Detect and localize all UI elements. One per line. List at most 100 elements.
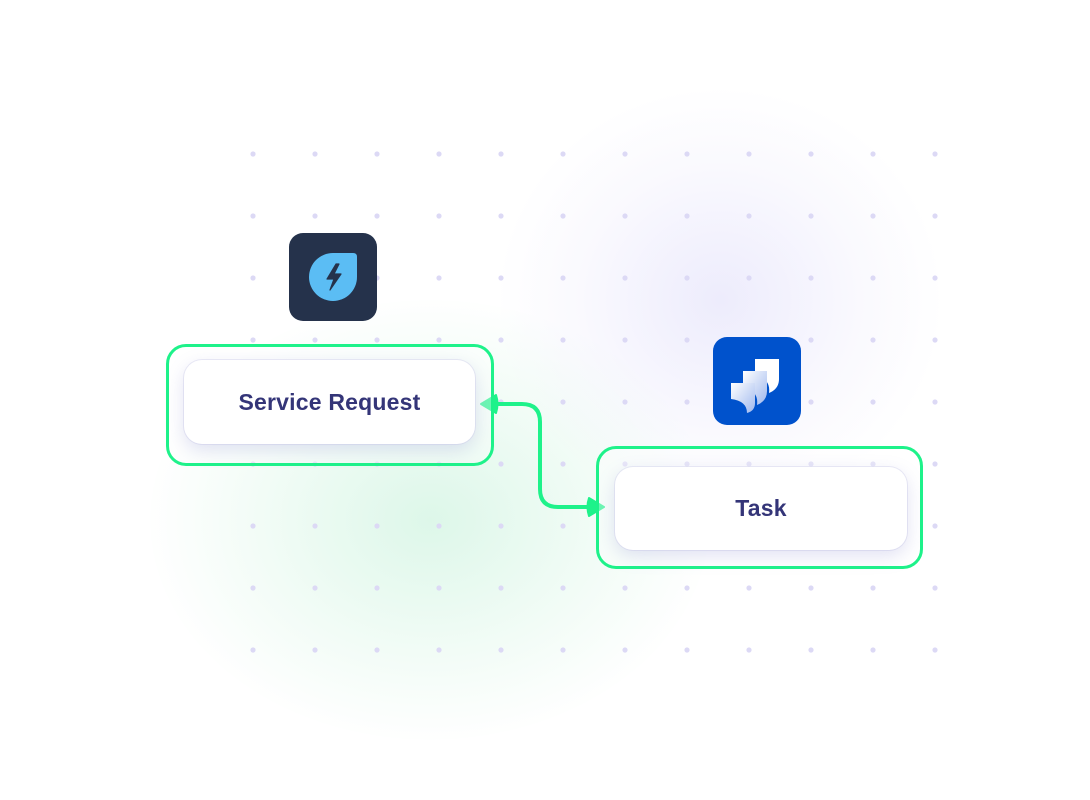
grid-dot xyxy=(498,151,504,157)
grid-dot xyxy=(684,399,690,405)
grid-dot xyxy=(374,151,380,157)
grid-dot xyxy=(374,337,380,343)
grid-dot xyxy=(250,647,256,653)
grid-dot xyxy=(498,523,504,529)
grid-dot xyxy=(312,647,318,653)
grid-dot xyxy=(498,213,504,219)
grid-dot xyxy=(808,399,814,405)
grid-dot xyxy=(870,585,876,591)
grid-dot xyxy=(746,647,752,653)
grid-dot xyxy=(932,647,938,653)
grid-dot xyxy=(312,213,318,219)
grid-dot xyxy=(870,461,876,467)
grid-dot xyxy=(436,647,442,653)
node-label: Service Request xyxy=(238,388,421,415)
grid-dot xyxy=(684,275,690,281)
grid-dot xyxy=(436,275,442,281)
grid-dot xyxy=(312,337,318,343)
grid-dot xyxy=(250,275,256,281)
jira-steps-icon xyxy=(731,359,779,413)
grid-dot xyxy=(436,337,442,343)
node-card[interactable]: Service Request xyxy=(184,360,475,444)
grid-dot xyxy=(932,213,938,219)
connector-line xyxy=(488,402,598,509)
grid-dot xyxy=(870,337,876,343)
grid-dot xyxy=(932,461,938,467)
grid-dot xyxy=(560,337,566,343)
grid-dot xyxy=(436,151,442,157)
grid-dot xyxy=(250,585,256,591)
arrowhead-right-icon xyxy=(586,497,605,517)
grid-dot xyxy=(498,461,504,467)
grid-dot xyxy=(312,151,318,157)
grid-dot xyxy=(808,647,814,653)
grid-dot xyxy=(684,213,690,219)
node-task[interactable]: Task xyxy=(596,446,923,569)
grid-dot xyxy=(498,647,504,653)
grid-dot xyxy=(250,213,256,219)
grid-dot xyxy=(808,151,814,157)
grid-dot xyxy=(436,585,442,591)
grid-dot xyxy=(250,151,256,157)
grid-dot xyxy=(622,461,628,467)
grid-dot xyxy=(622,213,628,219)
grid-dot xyxy=(808,275,814,281)
grid-dot xyxy=(250,523,256,529)
grid-dot xyxy=(436,213,442,219)
grid-dot xyxy=(498,337,504,343)
grid-dot xyxy=(684,337,690,343)
grid-dot xyxy=(808,461,814,467)
grid-dot xyxy=(932,585,938,591)
grid-dot xyxy=(622,399,628,405)
grid-dot xyxy=(932,275,938,281)
grid-dot xyxy=(870,275,876,281)
grid-dot xyxy=(684,585,690,591)
node-card[interactable]: Task xyxy=(615,467,907,550)
grid-dot xyxy=(746,585,752,591)
node-label: Task xyxy=(735,495,787,521)
grid-dot xyxy=(560,151,566,157)
grid-dot xyxy=(374,585,380,591)
freshservice-icon xyxy=(289,233,377,321)
grid-dot xyxy=(870,647,876,653)
grid-dot xyxy=(374,647,380,653)
background-glow-purple xyxy=(500,90,940,510)
grid-dot xyxy=(622,275,628,281)
grid-dot xyxy=(622,647,628,653)
grid-dot xyxy=(374,213,380,219)
grid-dot xyxy=(746,275,752,281)
grid-dot xyxy=(746,461,752,467)
grid-dot xyxy=(622,151,628,157)
node-service-request[interactable]: Service Request xyxy=(166,344,494,466)
grid-dot xyxy=(560,399,566,405)
grid-dot xyxy=(932,399,938,405)
grid-dot xyxy=(932,523,938,529)
grid-dot xyxy=(560,647,566,653)
grid-dot xyxy=(870,399,876,405)
grid-dot xyxy=(312,585,318,591)
grid-dot xyxy=(498,585,504,591)
grid-dot xyxy=(684,151,690,157)
grid-dot xyxy=(622,337,628,343)
grid-dot xyxy=(622,585,628,591)
grid-dot xyxy=(746,151,752,157)
jira-work-management-icon xyxy=(713,337,801,425)
grid-dot xyxy=(870,151,876,157)
grid-dot xyxy=(746,213,752,219)
leaf-bolt-icon xyxy=(309,253,357,301)
grid-dot xyxy=(870,213,876,219)
grid-dot xyxy=(932,337,938,343)
grid-dot xyxy=(808,337,814,343)
grid-dot xyxy=(560,213,566,219)
grid-dot xyxy=(684,461,690,467)
grid-dot xyxy=(250,337,256,343)
grid-dot xyxy=(560,461,566,467)
grid-dot xyxy=(684,647,690,653)
grid-dot xyxy=(560,275,566,281)
grid-dot xyxy=(808,213,814,219)
grid-dot xyxy=(374,523,380,529)
grid-dot xyxy=(436,523,442,529)
grid-dot xyxy=(932,151,938,157)
grid-dot xyxy=(560,523,566,529)
